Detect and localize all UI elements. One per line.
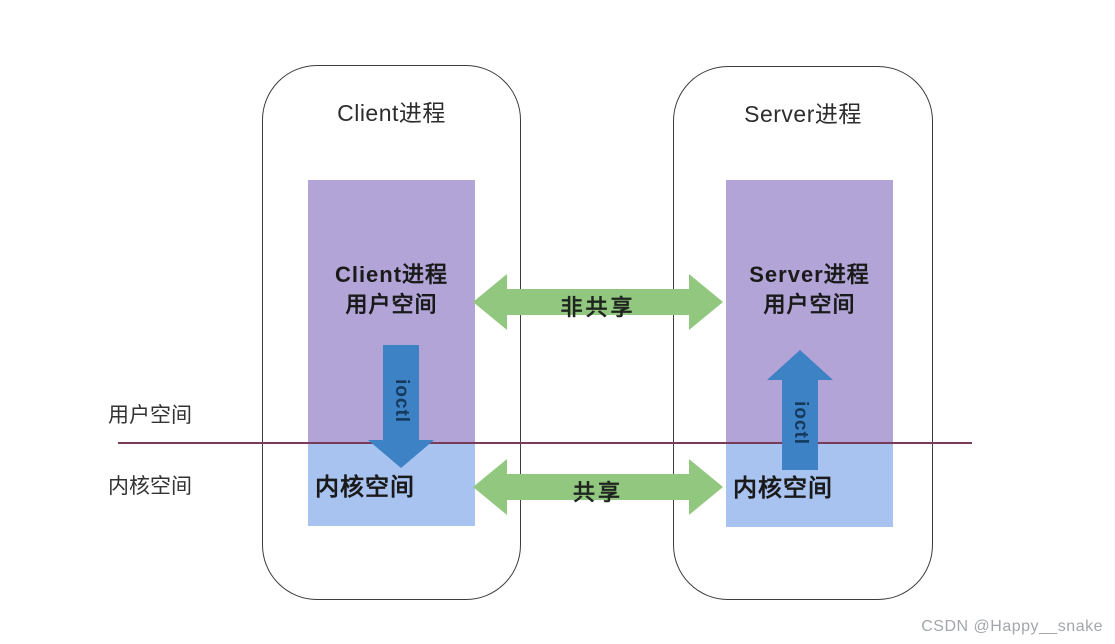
shared-double-arrow-icon xyxy=(473,459,723,515)
server-process-container: Server进程 xyxy=(673,66,933,600)
server-process-title: Server进程 xyxy=(744,101,862,127)
client-user-space-label: Client进程 用户空间 xyxy=(334,262,449,317)
client-process-container: Client进程 xyxy=(262,65,521,600)
client-process-title: Client进程 xyxy=(337,100,446,126)
server-ioctl-label: ioctl xyxy=(790,400,811,446)
user-space-side-label: 用户空间 xyxy=(108,404,192,427)
client-ioctl-label: ioctl xyxy=(391,378,412,424)
non-shared-arrow-label: 非共享 xyxy=(560,295,636,320)
user-kernel-divider-line xyxy=(118,442,972,444)
server-kernel-space-label: 内核空间 xyxy=(733,474,833,502)
shared-arrow-label: 共享 xyxy=(572,480,623,505)
server-user-space-label: Server进程 用户空间 xyxy=(749,262,870,317)
kernel-space-side-label: 内核空间 xyxy=(108,475,192,498)
csdn-watermark: CSDN @Happy__snake xyxy=(921,618,1103,635)
client-kernel-space-label: 内核空间 xyxy=(315,474,415,501)
client-user-space-box: Client进程 用户空间 xyxy=(308,180,475,443)
client-ioctl-down-arrow-icon xyxy=(368,345,434,468)
server-ioctl-up-arrow-icon xyxy=(767,350,833,470)
non-shared-double-arrow-icon xyxy=(473,274,723,330)
client-kernel-space-box: 内核空间 xyxy=(308,443,475,526)
